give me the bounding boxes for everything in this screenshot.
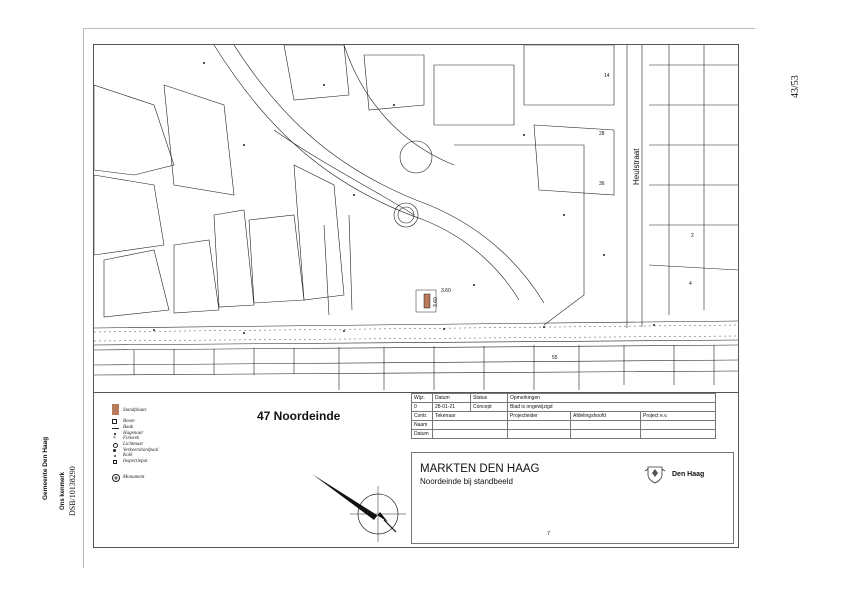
cell-wijz: 0: [411, 402, 433, 412]
header-wijz: Wijz.: [411, 393, 433, 403]
building-number: 55: [552, 355, 558, 361]
role-projectleider: Projectleider: [507, 411, 571, 421]
reference-value: DSB/10138290: [68, 466, 77, 516]
x-icon: ×: [113, 435, 116, 441]
small-dot-icon: [114, 455, 116, 457]
cell-datum: 28-01-21: [432, 402, 471, 412]
label-datum: Datum: [411, 429, 433, 439]
north-arrow-icon: [312, 474, 406, 542]
standplaats-marker: [423, 293, 431, 309]
legend-lichtmast: Lichtmast: [123, 442, 143, 447]
revision-header-row: Wijz. Datum Status Opmerkingen: [411, 393, 716, 403]
revision-table: Wijz. Datum Status Opmerkingen 0 28-01-2…: [411, 393, 716, 439]
revision-row: 0 28-01-21 Concept Blad is ongewijzigd: [411, 402, 716, 412]
legend-inspectieput: Inspectieput: [123, 459, 148, 464]
logo-text: Den Haag: [672, 471, 705, 478]
dot-icon: [114, 433, 116, 435]
label-naam: Naam: [411, 420, 433, 430]
circle-dot-icon: [113, 443, 118, 448]
building-number: 28: [599, 131, 605, 137]
cell-status: Concept: [470, 402, 508, 412]
legend-baak: Baak: [123, 425, 134, 430]
legend-hagenaar: Hagenaar: [123, 431, 144, 436]
datum-row: Datum: [411, 429, 716, 439]
role-contr: Contr.: [411, 411, 433, 421]
building-number: 14: [604, 73, 610, 79]
marker-dim-v: 3.60: [433, 297, 439, 307]
page-number: 43/53: [790, 75, 801, 98]
legend-standplaats: Standplaats: [123, 408, 147, 413]
drawing-frame: [93, 44, 739, 548]
building-number: 2: [691, 233, 694, 239]
naam-row: Naam: [411, 420, 716, 430]
legend: Standplaats Boom Baak Hagenaar × Fietsre…: [110, 400, 190, 490]
legend-monument: Monument: [123, 475, 145, 480]
legend-fietsrek: Fietsrek: [123, 436, 140, 441]
side-margin-line: [83, 28, 84, 568]
standplaats-swatch: [112, 404, 119, 415]
map-area[interactable]: 3.60 3.60 Heulstraat 14 28 36 55 4 2: [94, 45, 738, 392]
reference-label: Ons kenmerk: [60, 471, 66, 510]
marker-dim-h: 3.60: [441, 288, 451, 294]
header-datum: Datum: [432, 393, 471, 403]
building-number: 36: [599, 181, 605, 187]
role-project: Project e.v.: [640, 411, 716, 421]
den-haag-crest-icon: [644, 466, 666, 484]
square-dot-icon: [112, 419, 117, 424]
sheet-number: 7: [547, 531, 551, 537]
top-rule: [83, 28, 755, 29]
legend-kolk: Kolk: [123, 453, 133, 458]
filled-dot-icon: [113, 449, 116, 452]
title-block: MARKTEN DEN HAAG Noordeinde bij standbee…: [411, 452, 734, 544]
role-tekenaar: Tekenaar: [432, 411, 508, 421]
small-square-icon: [113, 460, 117, 464]
drawing-title: 47 Noordeinde: [257, 409, 341, 423]
cadastral-map: 3.60 3.60 Heulstraat 14 28 36 55 4 2: [94, 45, 738, 390]
map-bottom-rule: [94, 392, 738, 393]
legend-boom: Boom: [123, 419, 135, 424]
title-block-title: MARKTEN DEN HAAG: [420, 463, 540, 475]
org-name: Gemeente Den Haag: [42, 436, 49, 500]
legend-verkeersbordpaal: Verkeersbordpaal: [123, 448, 159, 453]
header-status: Status: [470, 393, 508, 403]
building-number: 4: [689, 281, 692, 287]
cell-opmerkingen: Blad is ongewijzigd: [507, 402, 716, 412]
street-label: Heulstraat: [632, 148, 641, 185]
roles-row: Contr. Tekenaar Projectleider Afdelingsh…: [411, 411, 716, 421]
monument-icon: [112, 474, 120, 482]
role-afdelingshoofd: Afdelingshoofd: [570, 411, 641, 421]
header-opmerkingen: Opmerkingen: [507, 393, 716, 403]
line-icon: [112, 428, 119, 429]
title-block-subtitle: Noordeinde bij standbeeld: [420, 477, 513, 486]
